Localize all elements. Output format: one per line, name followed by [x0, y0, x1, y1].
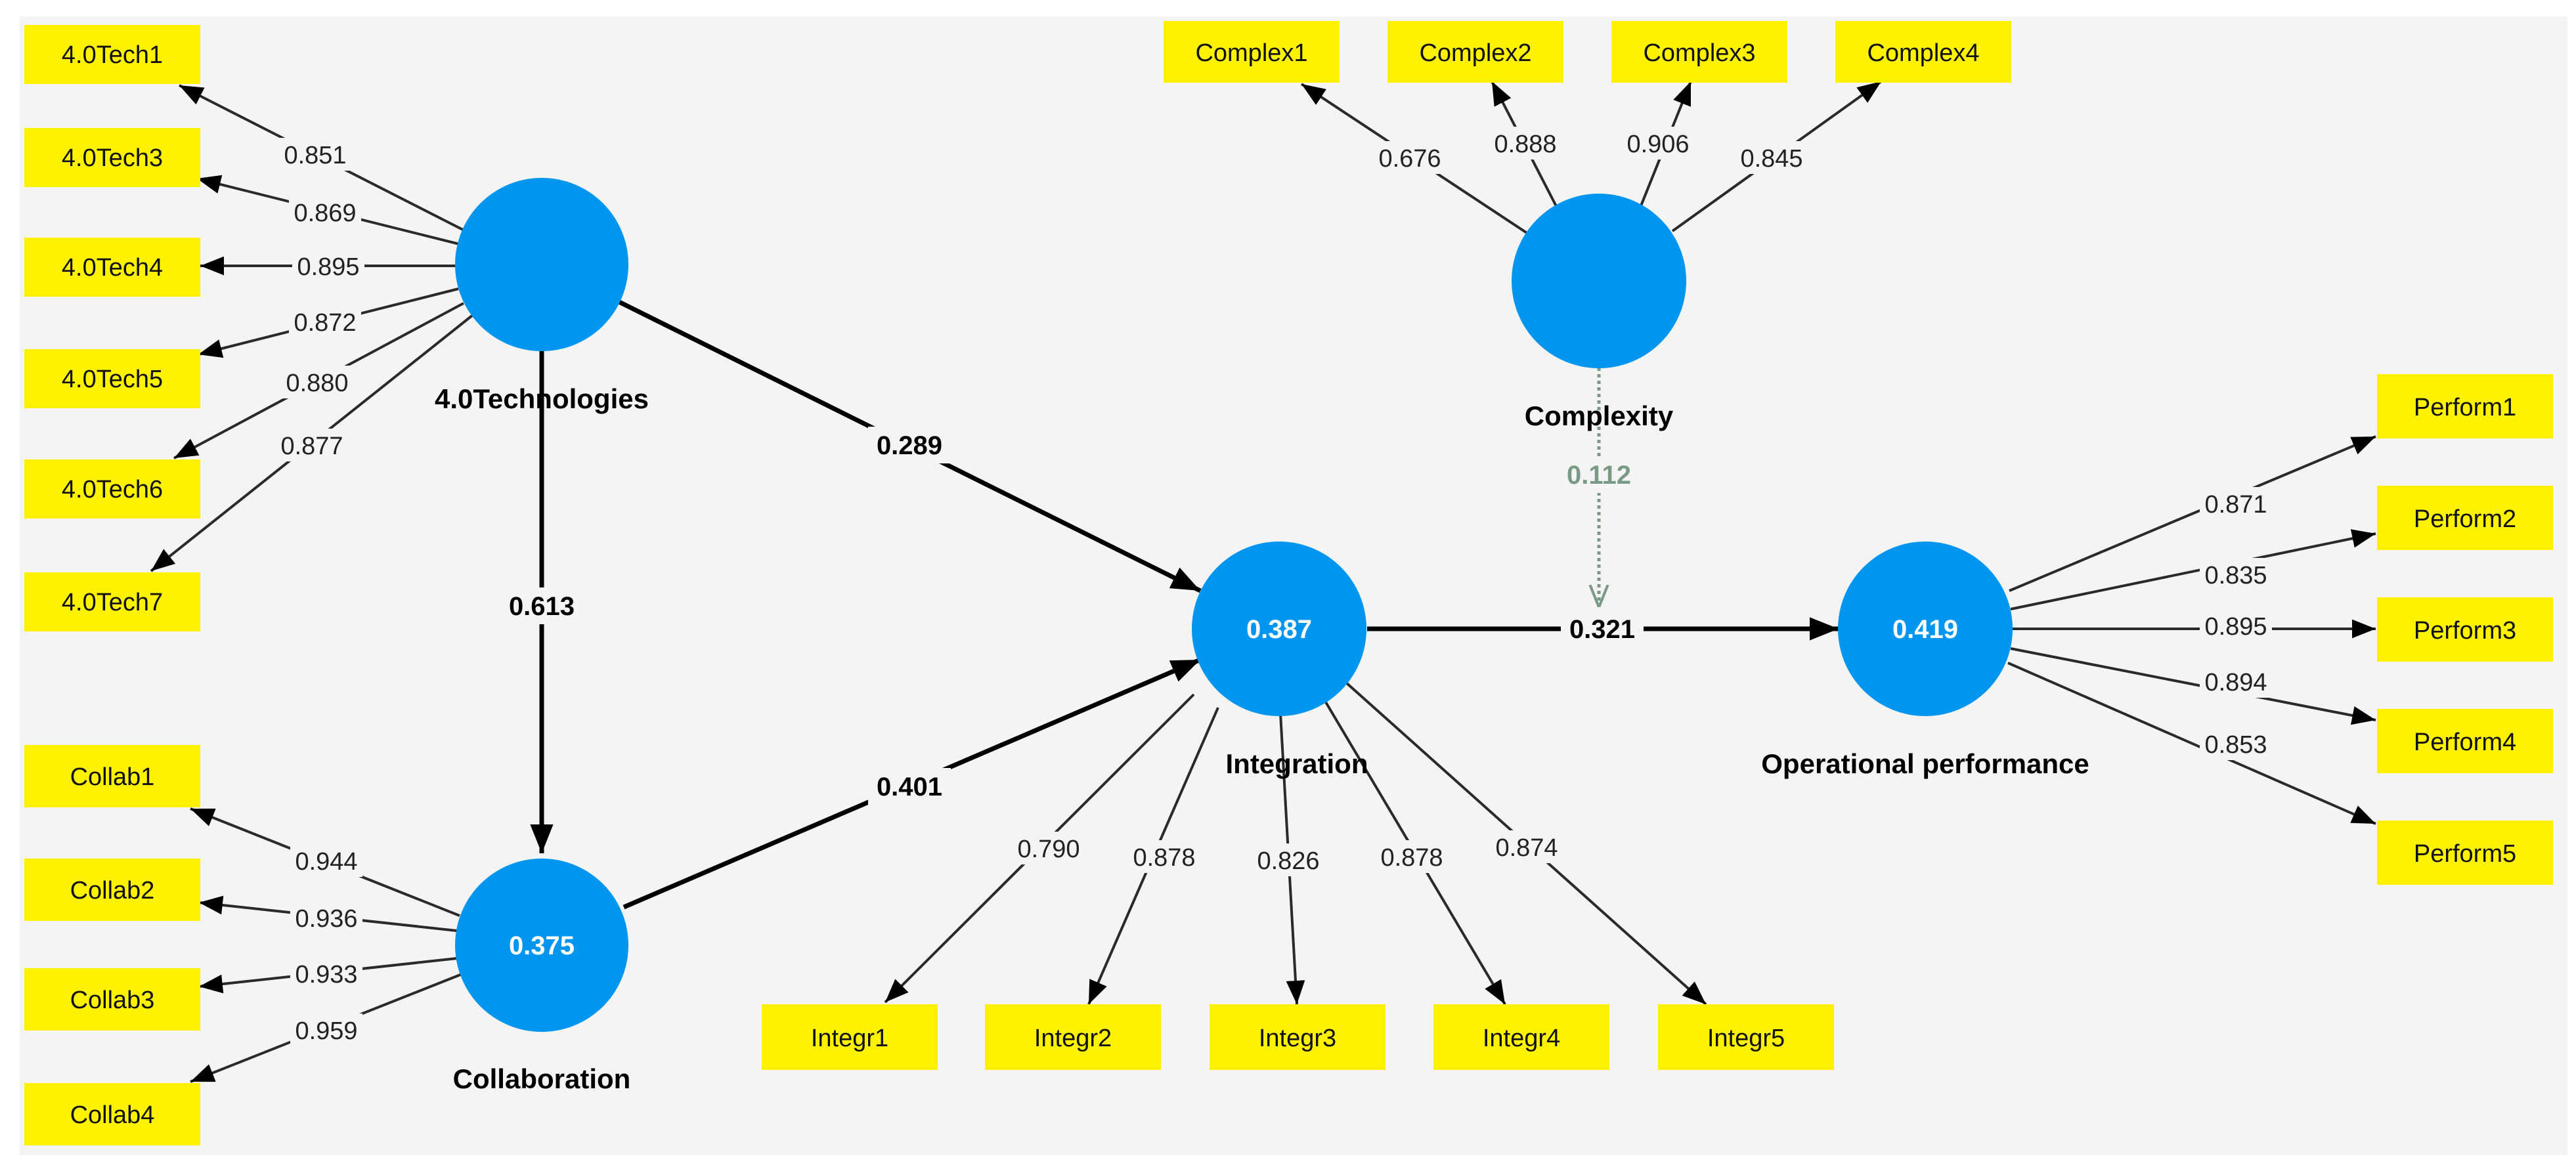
perf-loading-line-1: [2009, 435, 2376, 592]
collab-loading-2: 0.936: [295, 905, 357, 933]
indicator-perform4[interactable]: Perform4: [2377, 709, 2553, 773]
construct-complexity[interactable]: [1512, 194, 1686, 368]
svg-text:Integr3: Integr3: [1259, 1025, 1336, 1052]
construct-label-operational-performance: Operational performance: [1761, 748, 2089, 779]
tech-loading-2: 0.869: [294, 200, 356, 227]
indicator-4.0tech1[interactable]: 4.0Tech1: [24, 25, 200, 84]
perf-loading-line-4: [2010, 647, 2376, 725]
construct-label-integration: Integration: [1226, 748, 1368, 779]
integ-loading-2: 0.878: [1133, 844, 1195, 872]
construct-operational-performance[interactable]: 0.419: [1838, 542, 2013, 716]
tech-loading-5: 0.880: [286, 370, 348, 397]
svg-text:Perform1: Perform1: [2414, 394, 2516, 421]
indicator-integr3[interactable]: Integr3: [1210, 1004, 1386, 1070]
indicator-perform3[interactable]: Perform3: [2377, 597, 2553, 662]
indicator-perform2[interactable]: Perform2: [2377, 486, 2553, 550]
svg-text:Integr2: Integr2: [1034, 1025, 1112, 1052]
indicator-collab1[interactable]: Collab1: [24, 745, 200, 807]
indicator-integr2[interactable]: Integr2: [985, 1004, 1161, 1070]
complex-loading-3: 0.906: [1626, 131, 1689, 158]
indicator-4.0tech7[interactable]: 4.0Tech7: [24, 572, 200, 631]
indicator-complex2[interactable]: Complex2: [1387, 21, 1563, 83]
svg-text:0.419: 0.419: [1892, 615, 1958, 644]
tech-loading-6: 0.877: [280, 433, 343, 460]
tech-loading-4: 0.872: [294, 309, 356, 337]
svg-text:Complex1: Complex1: [1195, 39, 1307, 67]
svg-text:4.0Tech6: 4.0Tech6: [62, 476, 163, 503]
collab-loading-3: 0.933: [295, 961, 357, 989]
perf-loading-3: 0.895: [2204, 613, 2267, 641]
indicator-perform1[interactable]: Perform1: [2377, 374, 2553, 438]
tech-loading-1: 0.851: [284, 142, 346, 169]
indicator-complex4[interactable]: Complex4: [1835, 21, 2011, 83]
svg-text:Integr4: Integr4: [1483, 1025, 1560, 1052]
perf-loading-5: 0.853: [2204, 731, 2267, 759]
indicator-perform5[interactable]: Perform5: [2377, 820, 2553, 885]
svg-text:4.0Tech7: 4.0Tech7: [62, 589, 163, 616]
svg-text:Complex2: Complex2: [1419, 39, 1531, 67]
indicator-4.0tech3[interactable]: 4.0Tech3: [24, 128, 200, 187]
indicator-collab3[interactable]: Collab3: [24, 968, 200, 1031]
complex-loading-1: 0.676: [1378, 145, 1441, 173]
path-coef-tech-collab: 0.613: [509, 592, 575, 621]
path-coef-integ-perf: 0.321: [1569, 615, 1635, 644]
indicator-integr5[interactable]: Integr5: [1658, 1004, 1834, 1070]
path-coef-collab-integ: 0.401: [877, 773, 942, 801]
svg-text:Collab1: Collab1: [70, 763, 155, 791]
svg-text:Perform5: Perform5: [2414, 840, 2516, 868]
collab-loading-1: 0.944: [295, 848, 357, 876]
svg-text:0.387: 0.387: [1246, 615, 1312, 644]
svg-text:Collab2: Collab2: [70, 877, 155, 905]
svg-text:Complex4: Complex4: [1867, 39, 1979, 67]
perf-loading-2: 0.835: [2204, 562, 2267, 589]
svg-text:Perform2: Perform2: [2414, 505, 2516, 533]
indicator-complex1[interactable]: Complex1: [1164, 21, 1340, 83]
indicator-4.0tech5[interactable]: 4.0Tech5: [24, 349, 200, 408]
construct-label-4.0technologies: 4.0Technologies: [435, 383, 649, 414]
svg-text:4.0Tech1: 4.0Tech1: [62, 41, 163, 69]
construct-label-collaboration: Collaboration: [453, 1063, 631, 1094]
svg-text:Perform3: Perform3: [2414, 617, 2516, 645]
path-coef-moderation: 0.112: [1567, 461, 1631, 490]
svg-text:Collab3: Collab3: [70, 987, 155, 1014]
indicator-collab4[interactable]: Collab4: [24, 1083, 200, 1145]
perf-loading-line-2: [2010, 529, 2376, 610]
integ-loading-3: 0.826: [1257, 847, 1319, 875]
integ-loading-5: 0.874: [1495, 834, 1558, 862]
perf-loading-1: 0.871: [2204, 491, 2267, 519]
svg-text:Integr5: Integr5: [1707, 1025, 1785, 1052]
indicator-complex3[interactable]: Complex3: [1611, 21, 1787, 83]
integ-loading-4: 0.878: [1380, 844, 1443, 872]
integ-loading-1: 0.790: [1017, 836, 1080, 863]
tech-loading-3: 0.895: [297, 253, 359, 281]
svg-text:4.0Tech5: 4.0Tech5: [62, 366, 163, 393]
path-coef-tech-integ: 0.289: [877, 431, 942, 460]
construct-label-complexity: Complexity: [1525, 400, 1674, 431]
construct-4.0technologies[interactable]: [455, 178, 628, 351]
svg-text:Perform4: Perform4: [2414, 729, 2516, 756]
svg-text:Collab4: Collab4: [70, 1101, 155, 1129]
complex-loading-4: 0.845: [1740, 145, 1802, 173]
construct-collaboration[interactable]: 0.375: [455, 859, 628, 1032]
svg-text:4.0Tech4: 4.0Tech4: [62, 254, 163, 282]
perf-loading-4: 0.894: [2204, 669, 2267, 696]
complex-loading-2: 0.888: [1494, 131, 1556, 158]
construct-integration[interactable]: 0.387: [1192, 542, 1366, 716]
indicator-collab2[interactable]: Collab2: [24, 859, 200, 921]
indicator-integr1[interactable]: Integr1: [762, 1004, 938, 1070]
svg-text:0.375: 0.375: [509, 931, 575, 960]
indicator-4.0tech4[interactable]: 4.0Tech4: [24, 238, 200, 297]
perf-loading-line-5: [2007, 662, 2376, 825]
indicator-4.0tech6[interactable]: 4.0Tech6: [24, 459, 200, 519]
collab-loading-4: 0.959: [295, 1017, 357, 1045]
indicator-integr4[interactable]: Integr4: [1433, 1004, 1609, 1070]
svg-text:4.0Tech3: 4.0Tech3: [62, 144, 163, 172]
svg-text:Complex3: Complex3: [1643, 39, 1755, 67]
svg-text:Integr1: Integr1: [811, 1025, 888, 1052]
